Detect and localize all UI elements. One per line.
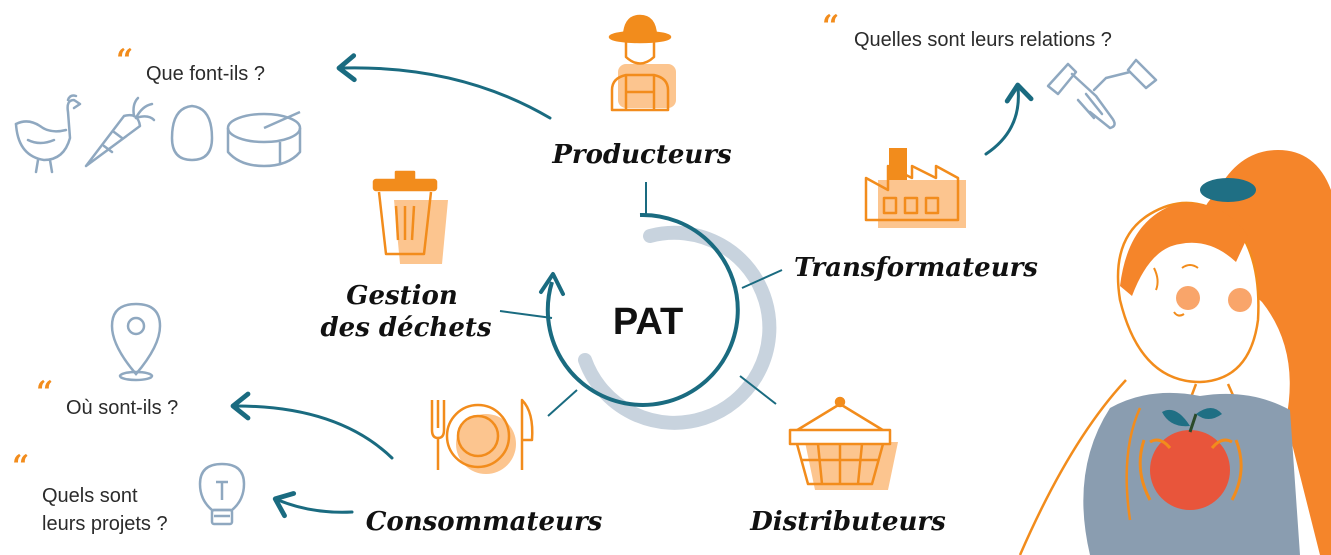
- plate-cutlery-icon: [430, 398, 534, 474]
- cycle-arrowhead: [539, 272, 565, 296]
- connector-transformateurs: [741, 269, 783, 289]
- pat-cycle: PAT: [499, 182, 783, 430]
- arrow-to-que-font-ils: [336, 53, 552, 120]
- girl-illustration: [1018, 150, 1331, 555]
- label-gestion-line2: des déchets: [320, 313, 491, 343]
- egg-icon: [170, 104, 214, 162]
- quote-mark-relations: “: [822, 9, 839, 44]
- arrow-to-projets: [272, 491, 354, 519]
- question-projets-line1: Quels sont: [42, 485, 138, 507]
- center-label: PAT: [613, 301, 683, 343]
- trash-can-icon: [372, 170, 448, 264]
- handshake-icon: [1046, 58, 1158, 130]
- arrow-to-relations: [984, 82, 1034, 156]
- label-distributeurs: Distributeurs: [749, 507, 946, 537]
- connector-gestion: [499, 310, 553, 319]
- cycle-ring: [545, 212, 740, 407]
- cheese-icon: [226, 110, 302, 168]
- lightbulb-icon: [198, 462, 246, 526]
- label-gestion-line1: Gestion: [346, 281, 458, 311]
- connector-consommateurs: [547, 389, 578, 417]
- question-ou-sont-ils: Où sont-ils ?: [66, 397, 178, 419]
- label-producteurs: Producteurs: [551, 140, 732, 170]
- question-relations: Quelles sont leurs relations ?: [854, 29, 1112, 51]
- connector-distributeurs: [739, 375, 777, 405]
- basket-icon: [788, 396, 898, 490]
- map-pin-icon: [110, 302, 162, 382]
- question-projets-line2: leurs projets ?: [42, 513, 168, 535]
- farmer-icon: [608, 14, 676, 112]
- arrow-to-ou-sont-ils: [230, 391, 394, 460]
- quote-mark-que-font-ils: “: [116, 43, 133, 78]
- label-transformateurs: Transformateurs: [794, 253, 1038, 283]
- chicken-icon: [14, 94, 82, 174]
- carrot-icon: [84, 96, 156, 168]
- quote-mark-projets: “: [12, 449, 29, 484]
- cycle-ring-shadow: [578, 225, 777, 430]
- factory-icon: [864, 148, 966, 228]
- label-consommateurs: Consommateurs: [366, 507, 603, 537]
- quote-mark-ou-sont-ils: “: [36, 375, 53, 410]
- question-que-font-ils: Que font-ils ?: [146, 63, 265, 85]
